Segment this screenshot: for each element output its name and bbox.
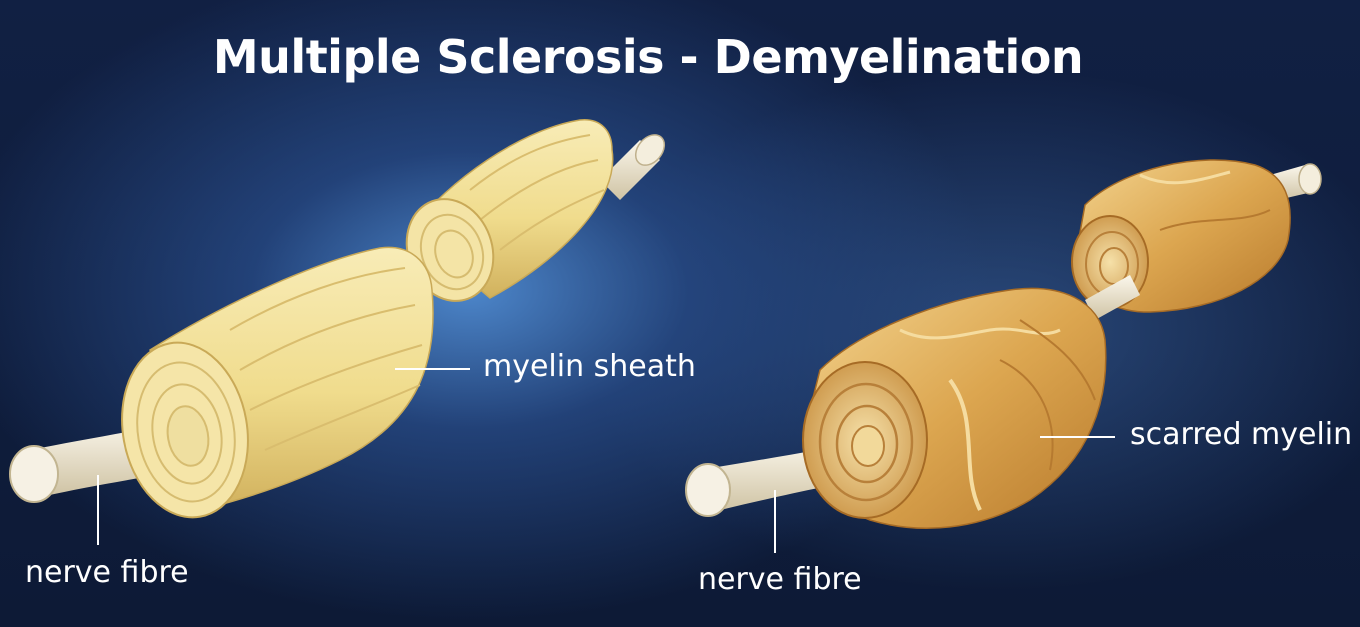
healthy-nerve	[9, 119, 666, 545]
damaged-nerve	[685, 159, 1322, 553]
damaged-scar-back	[1071, 159, 1291, 313]
healthy-sheath-front	[121, 246, 434, 519]
damaged-scar-front	[802, 287, 1107, 529]
myelin-sheath-label: myelin sheath	[483, 349, 696, 384]
damaged-nerve-fibre-label: nerve fibre	[698, 562, 862, 597]
page-title: Multiple Sclerosis - Demyelination	[212, 30, 1084, 84]
scarred-myelin-label: scarred myelin	[1130, 417, 1353, 452]
healthy-nerve-fibre-label: nerve fibre	[25, 555, 189, 590]
healthy-fibre-back	[600, 134, 666, 200]
damaged-fibre-gap	[1085, 275, 1140, 320]
healthy-sheath-back	[405, 119, 614, 302]
